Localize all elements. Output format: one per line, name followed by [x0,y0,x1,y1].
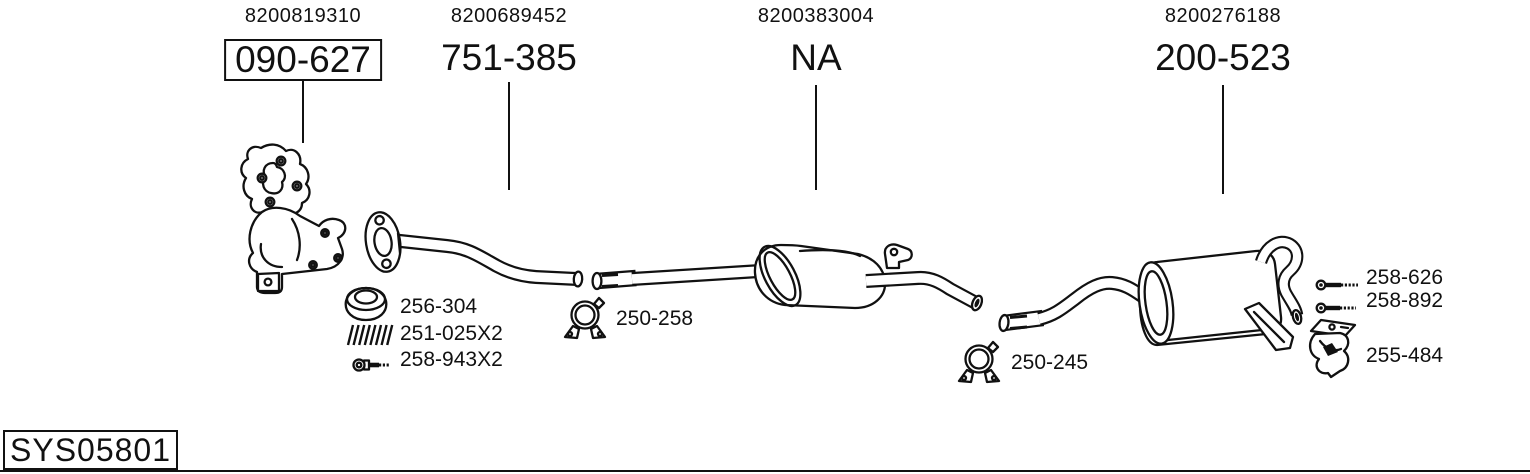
system-code-badge: SYS05801 [3,430,179,470]
center-muffler-pipe-drawing [591,243,984,312]
label-springs[interactable]: 251-025X2 [400,322,503,345]
label-tail-bolt-short[interactable]: 258-892 [1366,289,1444,312]
label-gasket-ring[interactable]: 256-304 [400,295,478,318]
manifold-catalyst-drawing [240,143,347,295]
clamp-icon-rear [957,340,1001,384]
bolt-icon-tail-short [1315,302,1356,314]
clamp-icon-front [563,296,607,340]
rubber-hanger-icon [1308,318,1357,379]
label-rubber-hanger[interactable]: 255-484 [1366,344,1444,367]
oem-number: 8200689452 [450,5,568,27]
part-column-center-muffler: 8200383004 NA [758,0,874,77]
part-number[interactable]: 751-385 [441,37,577,78]
hanger-bracket-icon [883,243,913,270]
bolt-icon-tail-long [1315,279,1358,291]
rear-muffler-pipe-drawing [998,235,1304,352]
label-manifold-bolts[interactable]: 258-943X2 [400,348,503,371]
leader-lines [302,81,1224,194]
part-column-manifold: 8200819310 090-627 [224,0,382,81]
label-front-clamp[interactable]: 250-258 [616,307,694,330]
oem-number: 8200383004 [757,5,875,27]
spring-icon [346,324,394,346]
part-number-selected[interactable]: 090-627 [224,39,382,81]
bolt-icon-manifold [352,358,390,372]
gasket-ring-icon [344,286,388,322]
oem-number: 8200819310 [244,5,362,27]
oem-number: 8200276188 [1164,5,1282,27]
part-column-front-pipe: 8200689452 751-385 [441,0,577,77]
front-pipe-drawing [364,211,584,288]
label-rear-clamp[interactable]: 250-245 [1011,351,1089,374]
bottom-divider [0,470,1530,472]
manifold-bolt-holes [256,155,343,270]
label-tail-bolt-long[interactable]: 258-626 [1366,266,1444,289]
part-column-rear-muffler: 8200276188 200-523 [1155,0,1291,77]
part-number[interactable]: NA [790,37,842,78]
part-number[interactable]: 200-523 [1155,37,1291,78]
